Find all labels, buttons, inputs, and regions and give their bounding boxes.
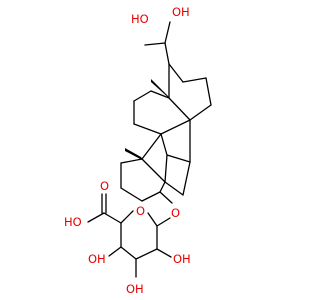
structural-formula: OH HO O O HO O OH OH OH [64, 5, 212, 296]
bond [87, 212, 105, 223]
bond [159, 181, 166, 193]
bond [168, 97, 191, 121]
bond [182, 161, 191, 196]
bond [164, 181, 184, 196]
bond [159, 191, 173, 204]
bond [133, 123, 162, 135]
bond [103, 212, 122, 224]
methyl-wedge [151, 79, 171, 100]
bond [205, 77, 212, 106]
bond [141, 191, 161, 202]
bond [156, 217, 171, 227]
bond [160, 133, 168, 156]
bond [168, 63, 184, 83]
oh-label-right: OH [173, 252, 191, 266]
bond [108, 246, 122, 257]
bond [164, 154, 168, 183]
ether-oxygen-label: O [171, 206, 180, 220]
bond [166, 154, 191, 163]
bond [164, 42, 170, 65]
bond [120, 158, 143, 164]
acid-ho-label: HO [64, 215, 82, 229]
ho-label-top: HO [131, 12, 149, 26]
bond [150, 90, 170, 99]
bond [141, 158, 166, 183]
methyl-wedge [125, 148, 144, 161]
bond [135, 248, 158, 260]
bond [156, 248, 172, 258]
bond [120, 246, 137, 260]
bond [141, 133, 162, 160]
bond [144, 42, 166, 46]
bond [164, 21, 171, 44]
atom-labels: OH HO O O HO O OH OH OH [64, 5, 191, 296]
ring-oxygen-label: O [136, 204, 145, 218]
steroid-skeleton [120, 21, 212, 204]
bond [160, 119, 191, 135]
oh-label-bottom: OH [126, 282, 144, 296]
oh-label-left: OH [88, 252, 106, 266]
bond [133, 90, 152, 102]
sugar-ring [87, 193, 172, 278]
bond [182, 77, 207, 83]
hydroxyl-label-top: OH [172, 5, 190, 19]
bond [120, 187, 143, 202]
bond [147, 212, 158, 227]
bond [120, 210, 134, 224]
acid-o-label: O [100, 179, 109, 193]
bond [189, 104, 212, 121]
